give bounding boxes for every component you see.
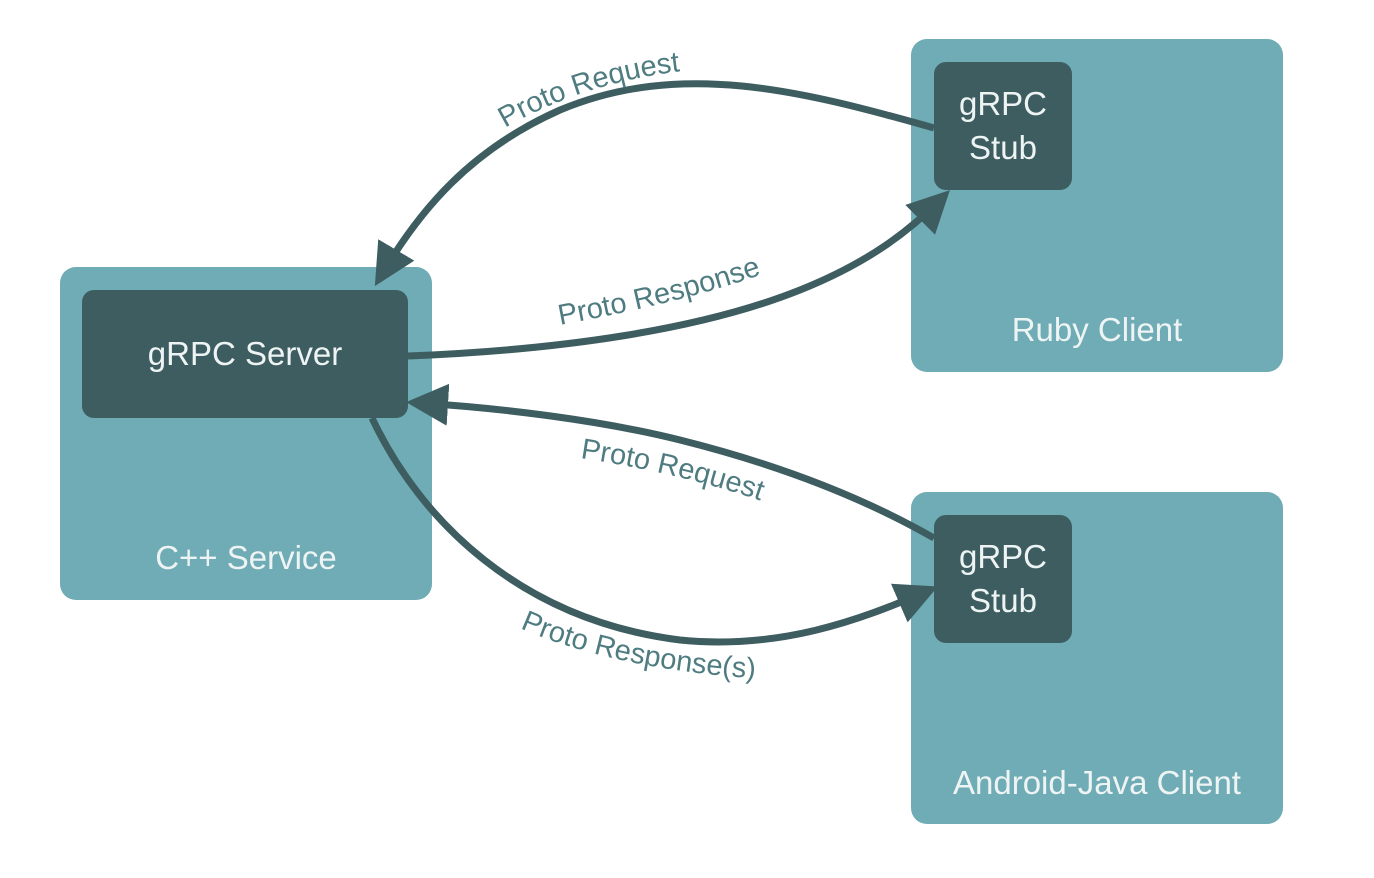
edge-label-ruby-response: Proto Response [555, 251, 764, 332]
arrow-ruby-response [407, 190, 950, 360]
android-grpc-stub-box: gRPC Stub [934, 515, 1072, 643]
ruby-stub-line1: gRPC [958, 85, 1048, 122]
arrow-android-request [406, 383, 936, 542]
arrow-android-response [368, 416, 938, 646]
cpp-service-label: C++ Service [155, 539, 337, 576]
android-client-label: Android-Java Client [953, 764, 1241, 801]
android-stub-line1: gRPC [958, 538, 1048, 575]
ruby-grpc-stub-box: gRPC Stub [934, 62, 1072, 190]
ruby-stub-line2: Stub [969, 129, 1037, 166]
arrow-ruby-request [374, 80, 935, 287]
grpc-server-label: gRPC Server [147, 335, 343, 372]
edge-label-ruby-request: Proto Request [493, 46, 681, 134]
ruby-client-label: Ruby Client [1011, 311, 1183, 348]
edge-label-android-request: Proto Request [579, 433, 768, 507]
grpc-server-box: gRPC Server [82, 290, 408, 418]
android-stub-line2: Stub [969, 582, 1037, 619]
